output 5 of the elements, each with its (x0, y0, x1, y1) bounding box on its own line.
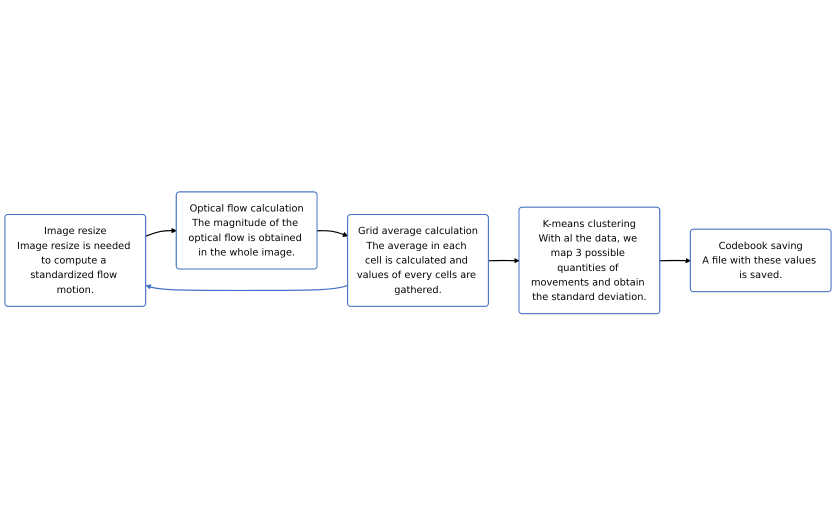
arrow (317, 230, 348, 238)
arrow (146, 284, 348, 292)
arrow (660, 258, 691, 264)
arrow (146, 228, 177, 237)
arrow (488, 258, 520, 264)
